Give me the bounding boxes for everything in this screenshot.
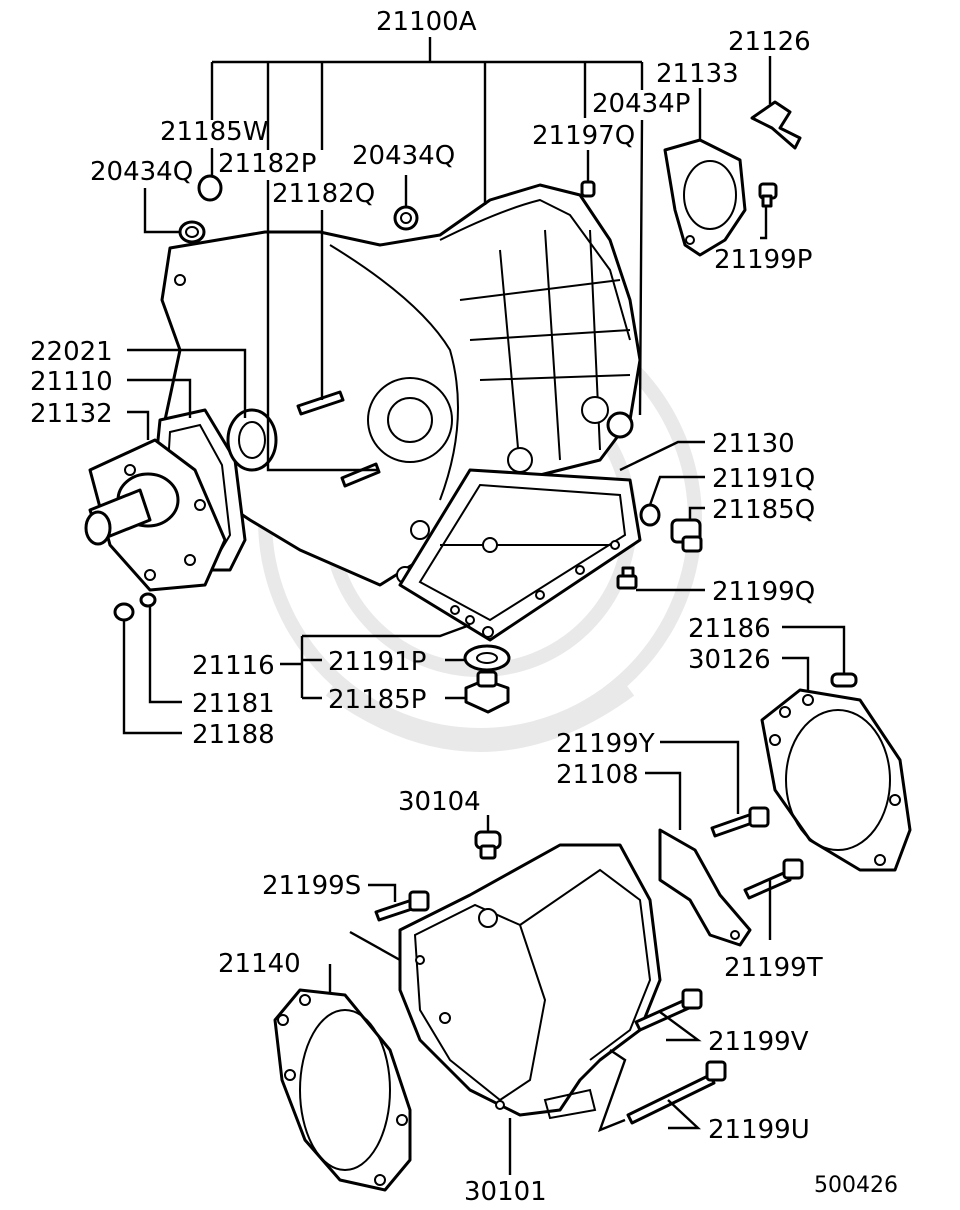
label-21108: 21108 [556, 760, 639, 790]
part-labels: 21100A 21126 21133 20434P 21185W 21197Q … [30, 7, 898, 1207]
label-21132: 21132 [30, 399, 113, 429]
bolt-21199q [616, 566, 638, 590]
seals-20434q [178, 205, 419, 244]
label-21199p: 21199P [714, 245, 812, 275]
label-21188: 21188 [192, 720, 275, 750]
sensor-bracket [750, 100, 802, 150]
label-21130: 21130 [712, 429, 795, 459]
label-21199u: 21199U [708, 1115, 810, 1145]
pin-21186 [830, 672, 858, 688]
label-21100a: 21100A [376, 7, 477, 37]
label-30104: 30104 [398, 787, 481, 817]
label-20434p: 20434P [592, 89, 690, 119]
bolt-21199s [374, 890, 430, 922]
breather-30104 [474, 830, 502, 860]
label-21197q: 21197Q [532, 121, 635, 151]
label-21181: 21181 [192, 689, 275, 719]
label-21191q: 21191Q [712, 464, 815, 494]
label-21182p: 21182P [218, 149, 316, 179]
rear-gasket-21140 [273, 988, 412, 1192]
bolt-21199y [710, 806, 770, 838]
label-21140: 21140 [218, 949, 301, 979]
extension-housing [398, 843, 662, 1120]
gasket-21191q [639, 503, 661, 527]
label-21133: 21133 [656, 59, 739, 89]
label-21185p: 21185P [328, 685, 426, 715]
cover-plate [663, 138, 747, 257]
label-21126: 21126 [728, 27, 811, 57]
label-21199s: 21199S [262, 871, 361, 901]
label-22021: 22021 [30, 337, 113, 367]
nut-21188 [113, 602, 135, 622]
transmission-case [160, 183, 642, 587]
bolt-21199u [626, 1060, 727, 1125]
oil-seal [226, 408, 278, 472]
label-21185w: 21185W [160, 117, 268, 147]
plug-21197q [580, 180, 596, 198]
label-21110: 21110 [30, 367, 113, 397]
bolt-21199t [743, 858, 804, 900]
label-20434q-b: 20434Q [352, 141, 455, 171]
label-21199v: 21199V [708, 1027, 809, 1057]
label-21191p: 21191P [328, 647, 426, 677]
plug-21185p [464, 670, 510, 714]
diagram-id: 500426 [814, 1173, 898, 1198]
label-21186: 21186 [688, 614, 771, 644]
label-21199t: 21199T [724, 953, 823, 983]
o-ring [197, 174, 223, 202]
label-21185q: 21185Q [712, 495, 815, 525]
bearing-retainer [84, 438, 227, 592]
plug-21185q [670, 518, 703, 553]
seal-20434p [606, 411, 634, 439]
label-30101: 30101 [464, 1177, 547, 1207]
gasket-21191p [463, 644, 511, 672]
label-21116: 21116 [192, 651, 275, 681]
rear-gasket-30126 [760, 688, 912, 872]
label-21199y: 21199Y [556, 729, 655, 759]
label-21199q: 21199Q [712, 577, 815, 607]
label-21182q: 21182Q [272, 179, 375, 209]
washer-21181 [139, 592, 157, 608]
label-30126: 30126 [688, 645, 771, 675]
oil-pan-gasket [398, 468, 642, 642]
bracket-21108 [658, 828, 752, 947]
bolt-21199p [758, 182, 778, 208]
label-20434q-a: 20434Q [90, 157, 193, 187]
leader-lines [122, 37, 846, 1175]
